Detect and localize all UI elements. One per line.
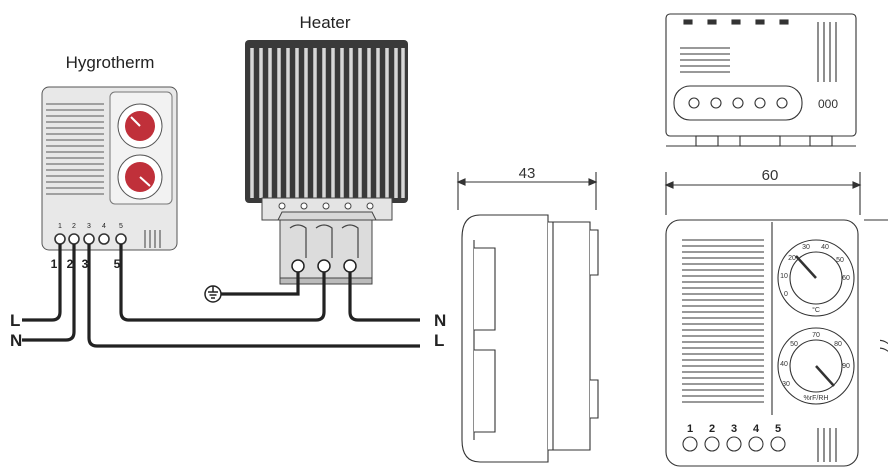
top-view: 000: [665, 13, 857, 147]
left-line-N: N: [10, 331, 22, 350]
svg-text:90: 90: [842, 363, 850, 370]
heater-device: [245, 40, 408, 285]
wire-N-in: [22, 244, 76, 342]
terminal-label-2: 2: [67, 257, 74, 271]
right-line-N: N: [434, 311, 446, 330]
wiring-lines: [22, 244, 420, 348]
svg-text:1: 1: [58, 223, 62, 230]
front-view: [664, 172, 888, 467]
heater-label: Heater: [299, 13, 350, 32]
left-line-L: L: [10, 311, 20, 330]
svg-text:50: 50: [836, 257, 844, 264]
heater-terminals: [291, 259, 357, 273]
svg-text:5: 5: [775, 423, 781, 435]
svg-text:20: 20: [788, 255, 796, 262]
terminal-label-5: 5: [114, 257, 121, 271]
svg-text:4: 4: [102, 223, 106, 230]
svg-text:30: 30: [782, 381, 790, 388]
side-view: [456, 172, 599, 463]
svg-text:50: 50: [790, 341, 798, 348]
svg-text:%rF/RH: %rF/RH: [804, 395, 829, 402]
terminal-label-1: 1: [51, 257, 58, 271]
svg-text:3: 3: [87, 223, 91, 230]
depth-dimension: 43: [519, 165, 536, 182]
heater-fins: [250, 48, 405, 198]
svg-text:5: 5: [119, 223, 123, 230]
hygrotherm-terminals: [54, 233, 127, 245]
hygrotherm-vents: [46, 103, 104, 195]
terminal-label-3: 3: [82, 257, 89, 271]
humidity-dial-scale: 30 40 50 70 80 90 %rF/RH 60: [780, 332, 850, 402]
wire-L-in: [22, 244, 62, 322]
svg-text:80: 80: [834, 341, 842, 348]
ground-icon: [204, 285, 222, 303]
hygrotherm-label: Hygrotherm: [66, 53, 155, 72]
wire-hygro-to-heater: [119, 244, 326, 322]
front-terminal-numbers: 1 2 3 4 5: [687, 423, 781, 435]
width-dimension: 60: [762, 167, 779, 184]
hygrotherm-device: 1 2 3 4 5: [41, 86, 178, 251]
svg-text:0: 0: [784, 291, 788, 298]
right-line-L: L: [434, 331, 444, 350]
svg-text:2: 2: [72, 223, 76, 230]
svg-text:2: 2: [709, 423, 715, 435]
svg-text:000: 000: [818, 97, 838, 111]
svg-text:4: 4: [753, 423, 760, 435]
wire-L-out: [87, 244, 420, 348]
svg-text:10: 10: [780, 273, 788, 280]
height-dimension: 77: [877, 337, 888, 353]
wire-N-out: [348, 272, 420, 322]
svg-text:°C: °C: [812, 306, 820, 314]
temp-dial-scale: 0 10 20 30 40 50 60 °C: [780, 244, 850, 314]
svg-text:40: 40: [821, 244, 829, 251]
svg-text:40: 40: [780, 361, 788, 368]
svg-text:1: 1: [687, 423, 693, 435]
svg-text:60: 60: [842, 275, 850, 282]
svg-text:70: 70: [812, 332, 820, 339]
svg-text:30: 30: [802, 244, 810, 251]
svg-text:3: 3: [731, 423, 737, 435]
